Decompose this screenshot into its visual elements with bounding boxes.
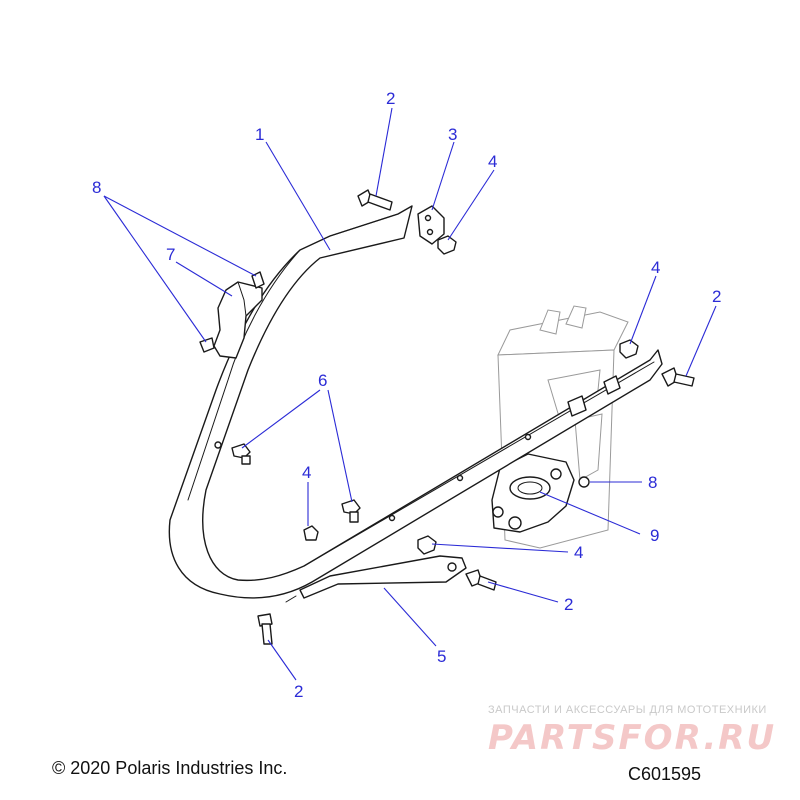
- part-8-washer-right: [578, 476, 590, 488]
- callout-5: 5: [437, 647, 446, 666]
- part-5-lower-brace: [285, 555, 467, 603]
- part-6-push-pin-upper: [231, 443, 251, 465]
- callout-2-mid: 2: [564, 595, 573, 614]
- callout-1: 1: [255, 125, 264, 144]
- watermark-brand: PARTSFOR.RU: [488, 718, 777, 758]
- callout-labels: 1 2 3 4 4 2 8 7 6 4 8 9 4 2 5 2: [92, 89, 721, 701]
- callout-3: 3: [448, 125, 457, 144]
- leader-lines: [103, 107, 717, 681]
- callout-7: 7: [166, 245, 175, 264]
- part-2-bolt-top: [357, 189, 393, 211]
- callout-9: 9: [650, 526, 659, 545]
- part-4-nut-right: [619, 339, 639, 359]
- part-3-bracket: [417, 205, 445, 245]
- part-4-nut-left: [303, 525, 319, 541]
- callout-8-left: 8: [92, 178, 101, 197]
- part-6-push-pin-lower: [341, 499, 361, 523]
- part-9-mount-plate: [491, 453, 575, 533]
- callout-4-right: 4: [651, 258, 660, 277]
- part-2-bolt-mid: [465, 569, 497, 591]
- callout-4-top: 4: [488, 152, 497, 171]
- callout-4-lower: 4: [574, 543, 583, 562]
- callout-4-left: 4: [302, 463, 311, 482]
- callout-8-right: 8: [648, 473, 657, 492]
- watermark-tagline: ЗАПЧАСТИ И АКСЕССУАРЫ ДЛЯ МОТОТЕХНИКИ: [488, 704, 767, 716]
- part-8-fastener-lower: [199, 337, 215, 353]
- part-1-frame-tube: [168, 205, 663, 599]
- callout-2-bottom: 2: [294, 682, 303, 701]
- watermark: ЗАПЧАСТИ И АКСЕССУАРЫ ДЛЯ МОТОТЕХНИКИ PA…: [488, 704, 788, 758]
- part-4-nut-top: [437, 235, 457, 255]
- callout-2-right: 2: [712, 287, 721, 306]
- part-2-bolt-bottom: [257, 613, 273, 645]
- part-4-nut-lower: [417, 535, 437, 555]
- callout-2-top: 2: [386, 89, 395, 108]
- figure-code: C601595: [628, 764, 702, 784]
- copyright-notice: © 2020 Polaris Industries Inc.: [52, 758, 288, 778]
- part-2-bolt-right: [661, 367, 695, 387]
- callout-6: 6: [318, 371, 327, 390]
